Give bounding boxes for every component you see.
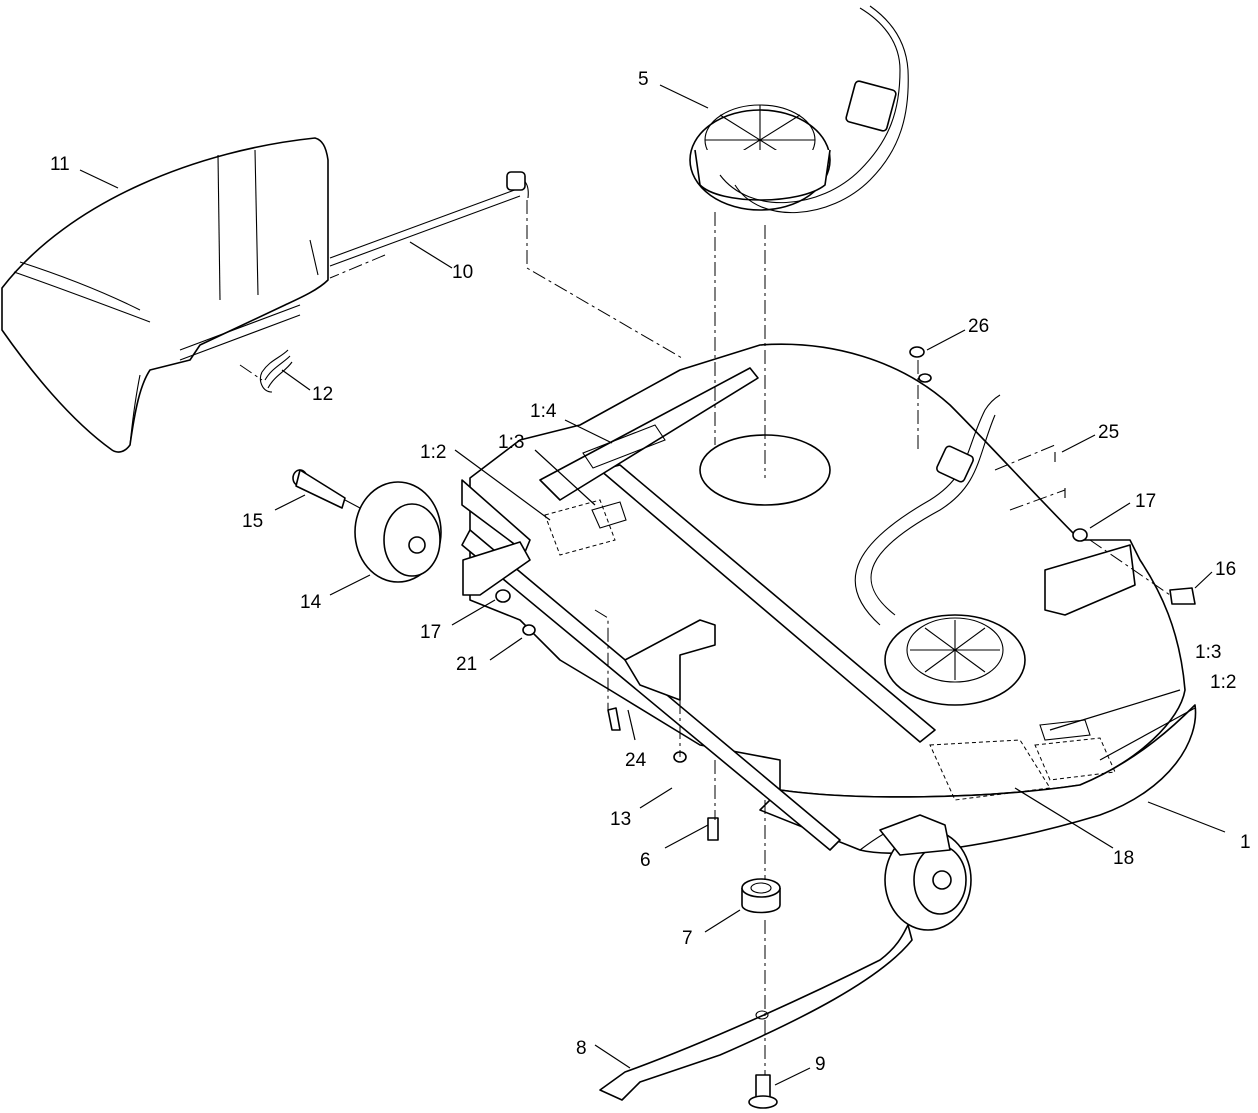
callout-10: 10 [452,262,473,283]
callout-8: 8 [576,1038,587,1059]
callout-labels: 11 10 12 5 26 25 17 16 1:4 1:3 1:2 15 14… [50,69,1251,1075]
callout-1: 1 [1240,832,1251,853]
discharge-chute [1,137,329,453]
caster-wheel-left [354,481,442,583]
caster-wheel-right [879,814,972,931]
callout-17-right: 17 [1135,491,1156,512]
callout-1-4: 1:4 [530,401,557,422]
callout-24: 24 [625,750,647,771]
callout-12: 12 [312,384,333,405]
callout-1-2-left: 1:2 [420,442,446,463]
callout-21: 21 [456,654,477,675]
callout-5: 5 [638,69,649,90]
callout-17-left: 17 [420,622,441,643]
callout-9: 9 [815,1054,826,1075]
callout-15: 15 [242,511,263,532]
hinge-rod [179,171,529,361]
callout-13: 13 [610,809,631,830]
callout-16: 16 [1215,559,1236,580]
callout-18: 18 [1113,848,1134,869]
callout-7: 7 [682,928,693,949]
callout-1-3-left: 1:3 [498,432,524,453]
callout-26: 26 [968,316,989,337]
callout-1-3-right: 1:3 [1195,642,1221,663]
callout-25: 25 [1098,422,1119,443]
callout-1-2-right: 1:2 [1210,672,1236,693]
leader-lines [79,84,1226,1086]
callout-11: 11 [50,154,70,175]
spindle-spacer [741,878,781,914]
mower-deck [461,343,1197,854]
assembly-lines [239,200,1171,1075]
callout-14: 14 [300,592,322,613]
callout-6: 6 [640,850,651,871]
wheel-pin [292,469,361,509]
spindle-motor [689,5,909,214]
torsion-spring [259,349,293,393]
small-hardware [495,346,1196,841]
mower-blade [599,924,913,1101]
blade-bolt [748,1074,778,1109]
